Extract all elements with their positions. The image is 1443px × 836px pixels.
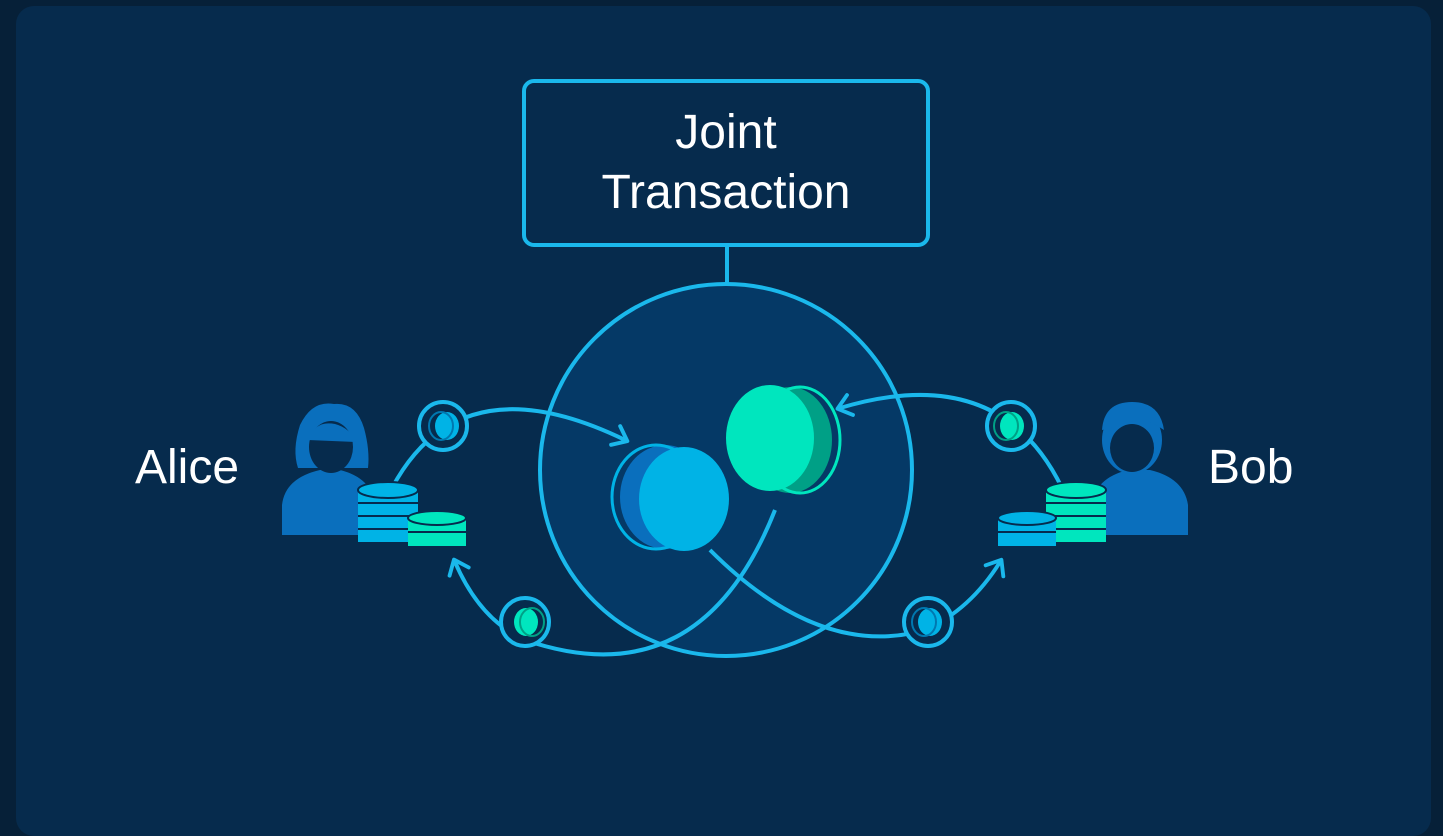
person-female-icon — [282, 403, 375, 535]
bob-input-arrow — [835, 392, 1064, 489]
coin-stack-icon — [997, 481, 1107, 546]
alice-input-arrow — [390, 407, 630, 489]
party-label-bob: Bob — [1208, 441, 1294, 494]
coin-stack-icon — [357, 481, 467, 546]
alice-output-arrow — [447, 509, 777, 657]
joint-transaction-box: Joint Transaction — [522, 79, 930, 247]
diagram-title: Joint Transaction — [601, 106, 851, 219]
party-label-alice: Alice — [135, 441, 240, 494]
green-coin-icon — [726, 385, 842, 495]
coin-icon — [499, 596, 551, 648]
blue-coin-icon — [610, 443, 729, 551]
coin-icon — [417, 400, 469, 452]
coin-icon — [985, 400, 1037, 452]
person-male-icon — [1092, 402, 1188, 535]
coin-icon — [902, 596, 954, 648]
joint-circle — [538, 282, 914, 658]
